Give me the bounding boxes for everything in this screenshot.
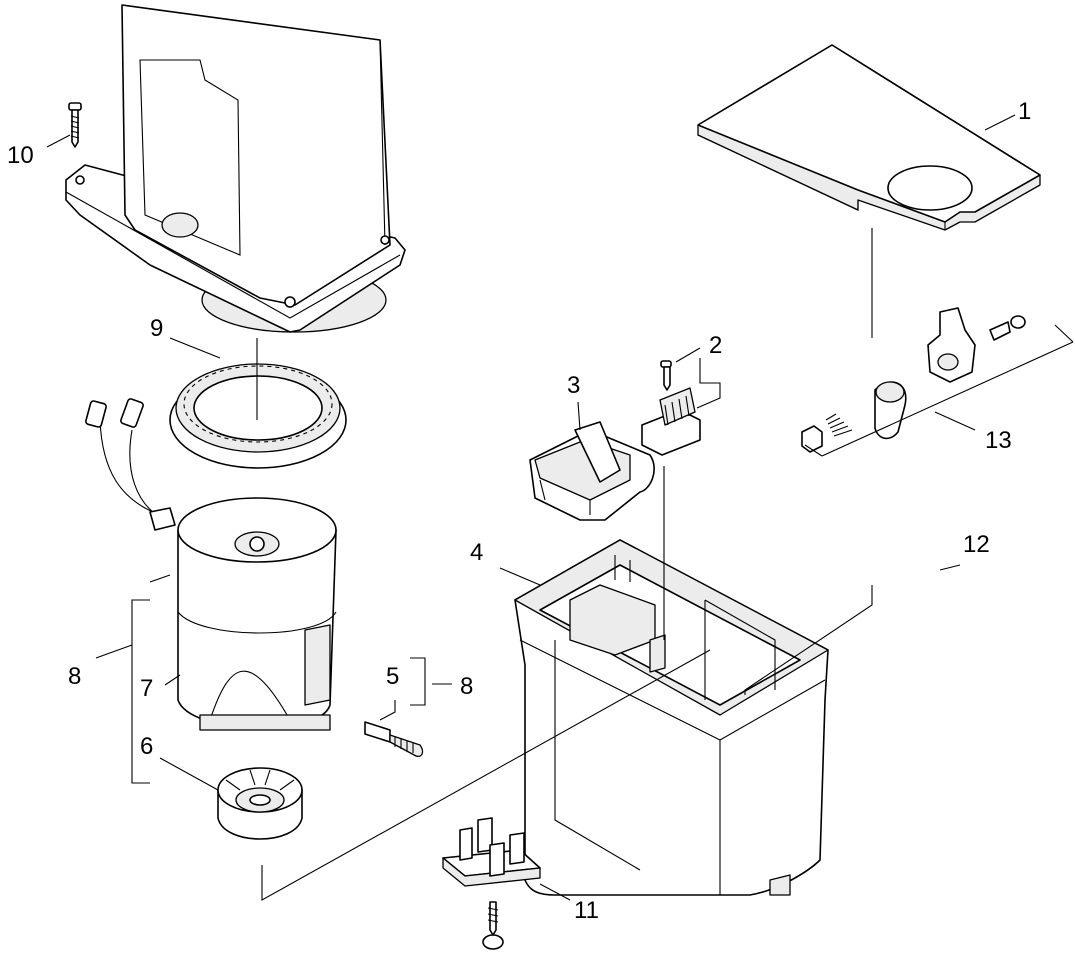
leader-lines [46, 114, 1074, 901]
callout-11: 11 [574, 897, 599, 924]
part-13-valve-kit [801, 307, 1026, 453]
callout-12: 12 [963, 531, 990, 558]
part-4-tank [514, 539, 829, 896]
callout-5: 5 [386, 663, 399, 690]
callout-6: 6 [140, 733, 153, 760]
part-7-motor [177, 497, 337, 731]
top-housing [65, 4, 406, 333]
part-12-rod [787, 475, 999, 661]
callout-7: 7 [140, 675, 153, 702]
part-5-brush [364, 721, 424, 758]
callout-10: 10 [7, 142, 34, 169]
part-3-chute [529, 421, 655, 521]
part-6-coupling [217, 767, 303, 840]
callout-9: 9 [150, 315, 163, 342]
callout-4: 4 [470, 539, 483, 566]
part-11-terminal [442, 817, 541, 950]
callout-1: 1 [1018, 98, 1031, 125]
callout-8-motor: 8 [68, 663, 81, 690]
callout-3: 3 [567, 372, 580, 399]
callout-2: 2 [709, 332, 722, 359]
callouts: 1 2 3 4 5 6 7 8 8 9 10 11 12 13 [7, 98, 1031, 924]
part-1-foam-pad [697, 44, 1041, 231]
part-10-screw [68, 102, 82, 148]
motor-wires [85, 398, 176, 531]
callout-13: 13 [985, 427, 1012, 454]
callout-8-brush: 8 [460, 673, 473, 700]
part-2-switch [641, 360, 701, 456]
part-9-ring [169, 363, 347, 469]
